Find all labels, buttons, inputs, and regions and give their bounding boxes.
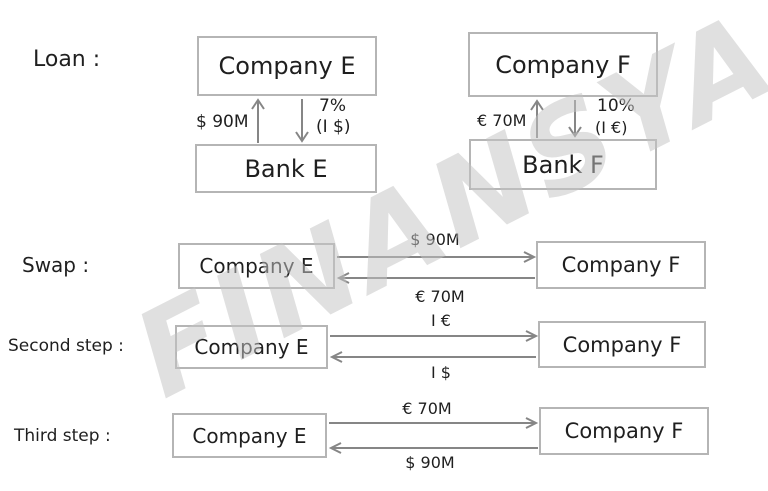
third-step-to-right-arrow	[329, 417, 539, 429]
second-step-to-right-arrow	[330, 330, 539, 342]
third-step-company-f-label: Company F	[564, 419, 684, 443]
loan-bank-f-box: Bank F	[469, 139, 657, 190]
third-step-company-f-box: Company F	[539, 407, 709, 455]
second-step-to-left-arrow	[329, 351, 536, 363]
third-step-company-e-label: Company E	[192, 423, 307, 448]
loan-e-down-arrow	[295, 99, 309, 143]
second-step-company-f-box: Company F	[538, 321, 706, 368]
loan-bank-e-label: Bank E	[244, 154, 328, 183]
second-step-to-left-label: I $	[431, 363, 451, 382]
third-step-section-label: Third step :	[14, 426, 111, 446]
third-step-company-e-box: Company E	[172, 413, 327, 458]
swap-to-right-label: $ 90M	[410, 230, 460, 249]
third-step-to-right-label: € 70M	[402, 399, 452, 418]
swap-company-f-box: Company F	[536, 241, 706, 289]
second-step-company-e-label: Company E	[194, 335, 309, 359]
loan-f-down-arrow	[568, 100, 582, 138]
loan-e-rate-label: 7%	[319, 96, 346, 116]
loan-bank-e-box: Bank E	[195, 144, 377, 193]
loan-f-up-arrow	[530, 99, 544, 138]
third-step-to-left-label: $ 90M	[405, 453, 455, 472]
loan-f-rate-label: 10%	[597, 96, 635, 116]
swap-company-e-box: Company E	[178, 243, 335, 289]
loan-section-label: Loan :	[33, 47, 101, 72]
second-step-to-right-label: I €	[431, 311, 451, 330]
swap-to-left-arrow	[336, 272, 535, 284]
loan-company-e-box: Company E	[197, 36, 377, 96]
swap-section-label: Swap :	[22, 253, 90, 277]
loan-f-rate-note-label: (I €)	[595, 118, 628, 137]
loan-e-principal-label: $ 90M	[196, 112, 249, 132]
swap-to-left-label: € 70M	[415, 287, 465, 306]
loan-company-e-label: Company E	[218, 52, 356, 80]
second-step-company-f-label: Company F	[562, 332, 682, 357]
loan-bank-f-label: Bank F	[522, 150, 604, 179]
swap-company-f-label: Company F	[561, 253, 681, 277]
second-step-company-e-box: Company E	[175, 325, 328, 369]
third-step-to-left-arrow	[328, 442, 538, 454]
swap-company-e-label: Company E	[199, 254, 314, 278]
loan-e-up-arrow	[251, 98, 265, 143]
loan-company-f-box: Company F	[468, 32, 658, 97]
loan-f-principal-label: € 70M	[477, 111, 527, 130]
second-step-section-label: Second step :	[8, 336, 124, 356]
loan-company-f-label: Company F	[495, 50, 631, 79]
swap-to-right-arrow	[337, 251, 537, 263]
loan-e-rate-note-label: (I $)	[316, 117, 351, 137]
